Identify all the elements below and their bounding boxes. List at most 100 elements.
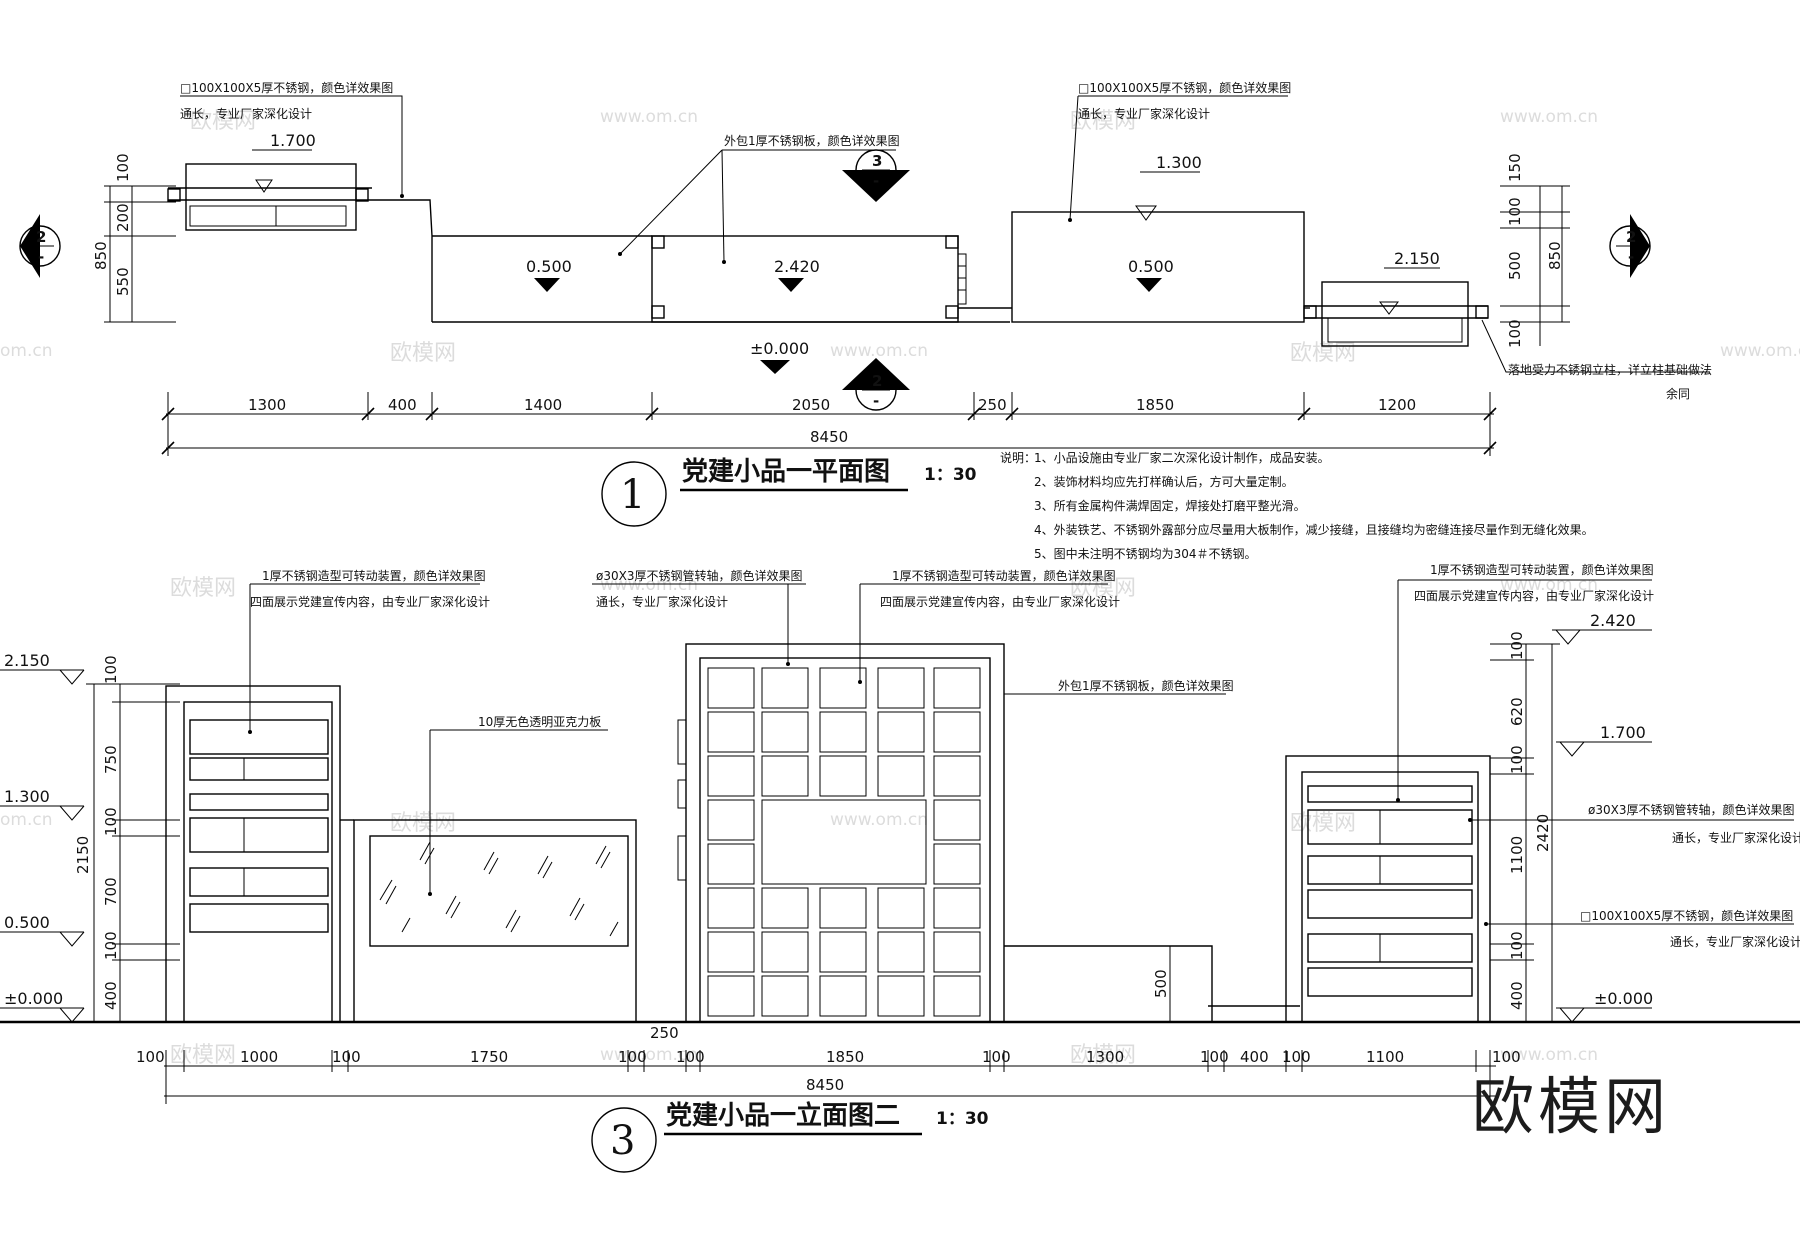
svg-text:1.700: 1.700: [1600, 723, 1646, 742]
plan-elev-3: 2.420: [774, 257, 820, 292]
svg-text:2、装饰材料均应先打样确认后，方可大量定制。: 2、装饰材料均应先打样确认后，方可大量定制。: [1034, 474, 1294, 489]
svg-text:150: 150: [1506, 153, 1524, 182]
plan-view: 1.700 0.500 2.420 1.300 0.500 2.150 ±0.0…: [19, 80, 1712, 561]
svg-text:400: 400: [102, 981, 120, 1010]
plan-right-bench: [1011, 211, 1305, 323]
svg-text:1100: 1100: [1366, 1048, 1404, 1066]
svg-text:100: 100: [618, 1048, 647, 1066]
svg-text:8450: 8450: [810, 428, 848, 446]
plan-post: [945, 235, 959, 249]
svg-text:100: 100: [102, 655, 120, 684]
svg-text:1850: 1850: [826, 1048, 864, 1066]
watermark-url: www.om.cn: [1500, 1045, 1598, 1065]
svg-text:100: 100: [1508, 745, 1526, 774]
svg-text:1100: 1100: [1508, 836, 1526, 874]
plan-right-dims: 150 100 500 100 850: [1500, 153, 1570, 348]
svg-text:0.500: 0.500: [4, 913, 50, 932]
plan-elev-1: 1.700: [252, 131, 316, 193]
section-mark-right: 2 -: [1609, 214, 1651, 278]
svg-text:2.150: 2.150: [4, 651, 50, 670]
svg-text:500: 500: [1152, 969, 1170, 998]
svg-text:0.500: 0.500: [526, 257, 572, 276]
plan-notes: 说明： 1、小品设施由专业厂家二次深化设计制作，成品安装。 2、装饰材料均应先打…: [1000, 450, 1594, 561]
svg-text:100: 100: [1506, 319, 1524, 348]
svg-text:400: 400: [1240, 1048, 1269, 1066]
svg-text:500: 500: [1506, 251, 1524, 280]
svg-text:余同: 余同: [1666, 386, 1690, 401]
section-mark-left: 2 -: [19, 214, 61, 278]
plan-left-display: [185, 163, 357, 231]
svg-text:通长，专业厂家深化设计: 通长，专业厂家深化设计: [1670, 934, 1800, 949]
svg-text:-: -: [873, 172, 879, 190]
watermark-logo: 欧模网: [190, 109, 256, 134]
svg-text:1.300: 1.300: [1156, 153, 1202, 172]
svg-text:100: 100: [1506, 197, 1524, 226]
plan-left-panel: [189, 205, 347, 227]
plan-post: [355, 188, 369, 202]
svg-text:0.500: 0.500: [1128, 257, 1174, 276]
svg-text:1、小品设施由专业厂家二次深化设计制作，成品安装。: 1、小品设施由专业厂家二次深化设计制作，成品安装。: [1034, 450, 1330, 465]
elev-acrylic-frame: [353, 819, 637, 1023]
svg-text:100: 100: [136, 1048, 165, 1066]
svg-text:100: 100: [676, 1048, 705, 1066]
elev-scale: 1：30: [936, 1109, 989, 1129]
plan-post: [945, 305, 959, 319]
watermark-url: www.om.cn: [830, 810, 928, 830]
plan-post: [167, 188, 181, 202]
svg-text:ø30X3厚不锈钢管转轴，颜色详效果图: ø30X3厚不锈钢管转轴，颜色详效果图: [1588, 802, 1794, 817]
svg-text:100: 100: [1508, 631, 1526, 660]
section-mark-bottom: 2 -: [842, 358, 910, 411]
svg-text:-: -: [38, 248, 44, 266]
elev-left-tower: [165, 685, 341, 1023]
elev-gap-dim: 250: [650, 1024, 679, 1042]
plan-elev-6: 2.150: [1379, 249, 1440, 315]
svg-text:3: 3: [872, 152, 882, 170]
elev-left-tower-inner: [183, 701, 333, 1023]
svg-text:通长，专业厂家深化设计: 通长，专业厂家深化设计: [1078, 106, 1210, 121]
watermark-url: www.om.cn: [1720, 341, 1800, 361]
elev-title-block: 3 党建小品一立面图二 1：30: [591, 1100, 989, 1173]
svg-text:100: 100: [114, 153, 132, 182]
svg-text:2050: 2050: [792, 396, 830, 414]
svg-text:8450: 8450: [806, 1076, 844, 1094]
svg-text:±0.000: ±0.000: [750, 339, 809, 358]
svg-text:100: 100: [102, 807, 120, 836]
elev-right-markers: 2.420 1.700 ±0.000: [1552, 611, 1653, 1023]
plan-title-block: 1 党建小品一平面图 1：30: [601, 457, 977, 527]
plan-right-panel: [1327, 317, 1463, 343]
svg-text:550: 550: [114, 267, 132, 296]
elev-left-markers: 2.150 1.300 0.500 ±0.000: [0, 651, 85, 1023]
svg-text:外包1厚不锈钢板，颜色详效果图: 外包1厚不锈钢板，颜色详效果图: [1058, 678, 1234, 693]
watermark-logo: 欧模网: [390, 811, 456, 836]
elev-number: 3: [610, 1118, 635, 1164]
svg-text:落地受力不锈钢立柱，详立柱基础做法: 落地受力不锈钢立柱，详立柱基础做法: [1508, 362, 1712, 377]
svg-text:1厚不锈钢造型可转动装置，颜色详效果图: 1厚不锈钢造型可转动装置，颜色详效果图: [262, 568, 486, 583]
svg-text:2.420: 2.420: [1590, 611, 1636, 630]
section-mark-top: 3 -: [842, 149, 910, 202]
plan-post: [651, 305, 665, 319]
svg-text:四面展示党建宣传内容，由专业厂家深化设计: 四面展示党建宣传内容，由专业厂家深化设计: [880, 594, 1120, 609]
svg-text:2420: 2420: [1534, 814, 1552, 852]
svg-text:100: 100: [1492, 1048, 1521, 1066]
svg-text:1850: 1850: [1136, 396, 1174, 414]
svg-text:通长，专业厂家深化设计: 通长，专业厂家深化设计: [180, 106, 312, 121]
elev-center-tower: [685, 643, 1005, 1023]
svg-text:□100X100X5厚不锈钢，颜色详效果图: □100X100X5厚不锈钢，颜色详效果图: [180, 80, 393, 95]
svg-text:2: 2: [1626, 228, 1636, 246]
elev-annotations: 1厚不锈钢造型可转动装置，颜色详效果图 四面展示党建宣传内容，由专业厂家深化设计…: [248, 562, 1800, 949]
plan-post: [651, 235, 665, 249]
svg-text:通长，专业厂家深化设计: 通长，专业厂家深化设计: [1672, 830, 1800, 845]
svg-text:1200: 1200: [1378, 396, 1416, 414]
svg-text:850: 850: [92, 241, 110, 270]
watermark-url: www.om.cn: [600, 575, 698, 595]
elev-title: 党建小品一立面图二: [666, 1100, 900, 1131]
elev-right-tower: [1285, 755, 1491, 1023]
svg-text:400: 400: [388, 396, 417, 414]
watermark-url: www.om.cn: [1500, 107, 1598, 127]
center-grid: [707, 667, 981, 1017]
svg-text:1厚不锈钢造型可转动装置，颜色详效果图: 1厚不锈钢造型可转动装置，颜色详效果图: [892, 568, 1116, 583]
svg-text:1300: 1300: [248, 396, 286, 414]
watermark-logo: 欧模网: [170, 1043, 236, 1068]
elev-mid-dim: 500: [1152, 945, 1178, 1022]
